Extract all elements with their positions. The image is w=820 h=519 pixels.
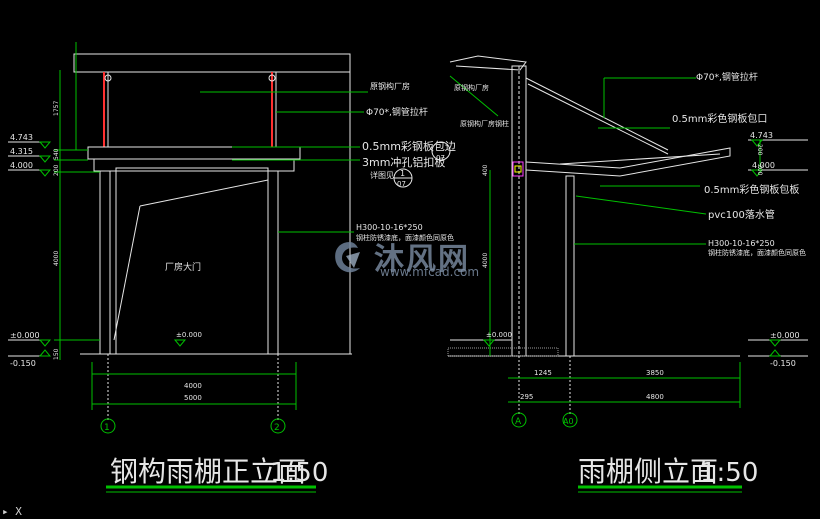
side-scale: 1:50 [700,458,758,488]
front-hanger-joint-right [268,74,276,82]
front-el-3: 4.000 [10,161,33,170]
side-label-column: 原钢构厂房钢柱 [460,119,509,128]
front-label-gate: 厂房大门 [165,261,201,273]
side-axis-bubble-a0 [562,412,578,428]
side-el-3: ±0.000 [770,331,800,340]
front-dim-w5000: 5000 [184,394,202,402]
front-texts: 原钢构厂房 Φ70*,钢管拉杆 0.5mm彩钢板包边 3mm冲孔铝扣板 详图见 … [10,81,456,488]
side-dim-1245: 1245 [534,369,552,377]
side-label-pvc: pvc100落水管 [708,208,775,221]
front-vertical-dims: 1757 540 200 4000 150 [53,101,60,360]
front-el-mark-5 [38,349,52,357]
side-roof [449,55,527,71]
front-canopy-beam [87,146,301,160]
front-gate-leader [139,179,269,207]
side-axis-a: A [515,417,522,427]
front-el-4: ±0.000 [10,331,40,340]
side-bracket-inner [514,165,522,173]
side-dim-4800: 4800 [646,393,664,401]
front-column-left [99,170,111,355]
side-dim-295: 295 [520,393,533,401]
ucs-icon: ▸ X [2,505,22,518]
side-vertical-dims: 400 4000 200 200 [482,144,763,268]
side-label-plate-top: 0.5mm彩色钢板包口 [672,112,767,125]
front-axis-bubble-2 [270,418,286,434]
front-detail-top: 1 [400,169,405,178]
side-steel-rod-b [527,83,669,155]
side-el-2: 4.000 [752,161,775,170]
side-dim-v200a: 200 [756,144,763,156]
front-el-mark-floor [173,339,187,347]
side-detail-num: 07 [436,154,445,162]
side-axis-bubble-a [511,412,527,428]
front-label-detail: 详图见 [370,170,394,180]
side-el-1: 4.743 [750,131,773,140]
front-dim-h540: 540 [53,148,60,160]
side-el-mark-4 [768,349,782,357]
front-label-ground: ±0.000 [176,331,202,339]
side-label-hbeam-note: 钢柱防锈漆底，面漆颜色同原色 [708,248,806,257]
front-label-ceiling: 3mm冲孔铝扣板 [362,155,445,169]
front-dim-h200: 200 [53,164,60,176]
front-column-right [267,170,279,355]
side-steel-rod [525,77,669,151]
front-dim-h150: 150 [53,348,60,360]
side-leader-pvc [575,195,707,215]
front-dim-h1757: 1757 [53,101,60,116]
side-axis-a0: A0 [563,417,574,426]
side-title: 雨棚侧立面 [578,455,718,488]
front-elevation [8,42,413,493]
front-axis-2: 2 [274,423,280,433]
front-roof-fascia [73,53,351,73]
front-canopy-ceiling [93,158,295,172]
side-el-4: -0.150 [770,359,796,368]
front-axis-bubble-1 [100,418,116,434]
side-leader-plant [449,75,499,117]
side-dim-h4000: 4000 [482,253,489,268]
side-label-plate-bottom: 0.5mm彩色钢板包板 [704,183,799,196]
side-el-mark-2 [750,169,764,177]
front-el-5: -0.150 [10,359,36,368]
front-gate-diagonal [113,205,141,341]
front-axis-1: 1 [104,423,110,433]
side-bracket [512,161,524,177]
side-dim-h400: 400 [482,164,489,176]
front-hanger-joint-left [104,74,112,82]
front-label-hbeam-note: 钢柱防锈漆底，面漆颜色同原色 [356,233,454,242]
side-el-mark-3 [768,339,782,347]
side-label-plant: 原钢构厂房 [454,83,489,92]
side-el-mark-1 [750,139,764,147]
front-label-plate: 0.5mm彩钢板包边 [362,139,456,153]
side-dim-3850: 3850 [646,369,664,377]
side-dim-v200b: 200 [756,164,763,176]
side-texts: Φ70*,钢管拉杆 原钢构厂房 原钢构厂房钢柱 0.5mm彩色钢板包口 0.5m… [436,71,806,488]
front-label-plant: 原钢构厂房 [370,81,410,91]
front-title: 钢构雨棚正立面 [110,455,306,488]
front-el-mark-3 [38,169,52,177]
front-el-mark-1 [38,141,52,149]
front-el-2: 4.315 [10,147,33,156]
side-ground-hatch [447,347,559,357]
front-dim-w4000: 4000 [184,382,202,390]
front-label-hbeam: H300-10-16*250 [356,223,423,232]
front-el-mark-2 [38,155,52,163]
side-detail-bubble [431,141,451,161]
front-el-1: 4.743 [10,133,33,142]
front-detail-bottom: 07 [397,180,406,188]
side-label-rod: Φ70*,钢管拉杆 [696,71,758,83]
front-scale: 1:50 [270,458,328,488]
side-label-ground: ±0.000 [486,331,512,339]
front-label-rod: Φ70*,钢管拉杆 [366,106,428,118]
side-elevation [431,55,808,493]
side-front-column [565,175,575,357]
ucs-axis-label: X [15,505,22,518]
side-label-hbeam: H300-10-16*250 [708,239,775,248]
side-canopy-inner [559,153,721,165]
front-el-mark-4 [38,339,52,347]
side-canopy [525,147,731,177]
side-el-mark-floor [482,339,496,347]
front-dim-h4000: 4000 [53,251,60,266]
